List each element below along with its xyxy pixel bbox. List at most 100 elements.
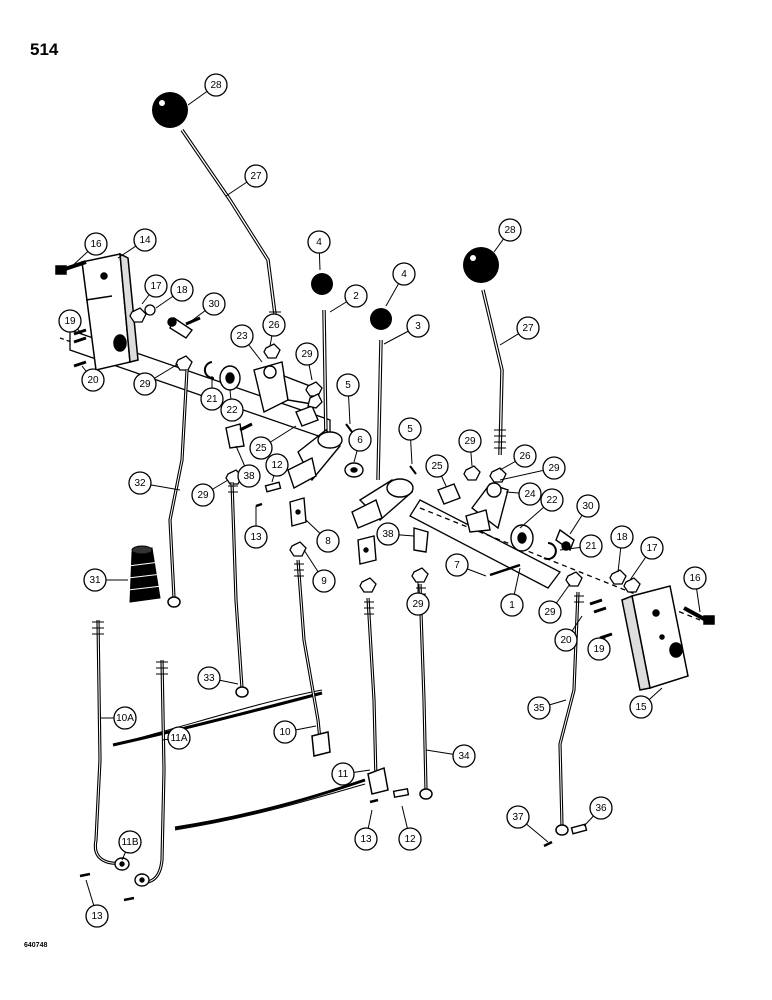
collar-23	[253, 361, 313, 414]
callout-circle	[540, 488, 564, 512]
block-25-left	[295, 405, 319, 427]
callout-circle	[527, 696, 551, 720]
callout-circle	[516, 316, 540, 340]
callout-19: 19	[58, 309, 83, 335]
callout-label: 20	[560, 635, 572, 646]
callout-circle	[83, 568, 107, 592]
callout-label: 28	[210, 80, 222, 91]
callout-circle	[640, 536, 664, 560]
lever-2	[322, 309, 328, 441]
nut-cluster-left	[263, 343, 323, 409]
callout-circle	[307, 230, 331, 254]
callout-16: 16	[683, 566, 707, 613]
callout-32: 32	[128, 471, 181, 495]
callout-label: 19	[64, 316, 76, 327]
callout-7: 7	[445, 553, 487, 577]
callout-circle	[331, 762, 355, 786]
reference-curves	[112, 689, 366, 831]
callout-4: 4	[385, 262, 416, 307]
callout-label: 28	[504, 225, 516, 236]
callout-circle	[58, 309, 82, 333]
callout-34: 34	[425, 744, 476, 768]
callout-11B: 11B	[118, 830, 142, 861]
callout-13: 13	[85, 879, 109, 928]
callout-circle	[513, 444, 537, 468]
rod-10-clevis	[311, 731, 331, 757]
callout-circle	[133, 228, 157, 252]
callout-circle	[230, 324, 254, 348]
rod-33-eye	[235, 686, 249, 698]
callout-circle	[498, 218, 522, 242]
callout-circle	[191, 483, 215, 507]
callout-circle	[249, 436, 273, 460]
callout-5: 5	[336, 373, 360, 425]
callout-circle	[170, 278, 194, 302]
callout-29: 29	[538, 583, 571, 624]
ball-joint-30-left	[167, 316, 201, 339]
callout-label: 29	[139, 379, 151, 390]
callout-27: 27	[499, 316, 540, 346]
callout-label: 30	[582, 501, 594, 512]
callout-3: 3	[383, 314, 430, 345]
callout-circle	[354, 827, 378, 851]
callout-28: 28	[187, 73, 228, 106]
callout-22: 22	[220, 389, 244, 422]
callout-circle	[398, 827, 422, 851]
callout-label: 5	[407, 424, 413, 435]
callout-label: 2	[353, 291, 359, 302]
callout-circle	[579, 534, 603, 558]
block-25-right	[437, 483, 461, 505]
thread-marks	[92, 311, 584, 675]
callout-label: 10A	[116, 713, 134, 724]
callout-label: 32	[134, 478, 146, 489]
callout-label: 11B	[121, 837, 138, 848]
callout-circle	[683, 566, 707, 590]
callout-label: 38	[243, 471, 255, 482]
crank-arm-right	[351, 478, 414, 529]
callout-24: 24	[505, 482, 542, 506]
callout-label: 12	[404, 834, 416, 845]
rod-10	[296, 559, 322, 741]
callout-38: 38	[376, 522, 415, 546]
callout-label: 37	[512, 812, 524, 823]
callout-label: 22	[546, 495, 558, 506]
callout-label: 11A	[170, 733, 187, 744]
callout-circle	[542, 456, 566, 480]
rubber-boot-31	[127, 545, 163, 603]
callout-label: 4	[316, 237, 322, 248]
callout-29: 29	[406, 582, 430, 616]
callout-label: 13	[250, 532, 262, 543]
callout-9: 9	[303, 549, 336, 593]
callout-label: 17	[646, 543, 658, 554]
pins-5	[345, 423, 417, 475]
rod-35-eye	[555, 824, 569, 836]
bolt-16-right	[683, 606, 715, 625]
callout-label: 4	[401, 269, 407, 280]
knob-28-left	[152, 92, 188, 128]
callout-label: 26	[519, 451, 531, 462]
callout-circle	[406, 592, 430, 616]
callout-circle	[200, 387, 224, 411]
callout-label: 12	[271, 460, 283, 471]
callout-circle	[295, 342, 319, 366]
rod-32	[168, 369, 189, 599]
callout-13: 13	[354, 809, 378, 851]
callout-label: 3	[415, 321, 421, 332]
callout-17: 17	[629, 536, 664, 581]
curve-lower-thin	[174, 783, 366, 831]
callout-circle	[610, 525, 634, 549]
callout-circle	[265, 453, 289, 477]
callout-circle	[237, 464, 261, 488]
callout-label: 33	[203, 673, 215, 684]
callout-label: 5	[345, 380, 351, 391]
ball-joint-38-left	[225, 422, 253, 449]
pin-36	[543, 823, 588, 848]
callout-circle	[406, 314, 430, 338]
callout-29: 29	[458, 429, 482, 467]
callout-circle	[113, 706, 137, 730]
callout-2: 2	[329, 284, 368, 313]
callout-12: 12	[398, 805, 422, 851]
callout-label: 19	[593, 644, 605, 655]
callout-circle	[220, 398, 244, 422]
